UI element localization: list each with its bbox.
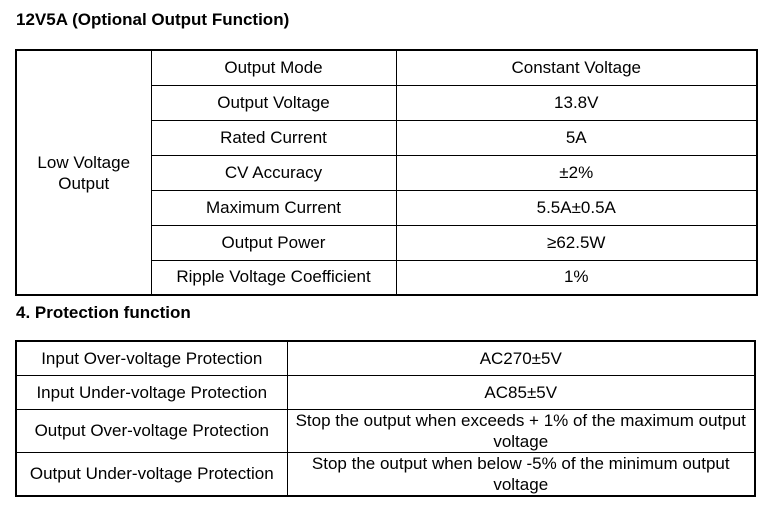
- value-cell: 5A: [395, 119, 758, 156]
- table-row: Output Power ≥62.5W: [16, 224, 758, 261]
- param-cell: Input Under-voltage Protection: [15, 374, 288, 410]
- param-cell: Ripple Voltage Coefficient: [150, 259, 397, 296]
- value-cell: ≥62.5W: [395, 224, 758, 261]
- table-row: Low Voltage Output Output Mode Constant …: [15, 49, 758, 296]
- param-cell: Output Mode: [150, 49, 397, 86]
- param-cell: Output Power: [150, 224, 397, 261]
- value-cell: ±2%: [395, 154, 758, 191]
- param-cell: Input Over-voltage Protection: [15, 340, 288, 376]
- table-row: Input Over-voltage Protection AC270±5V: [15, 340, 756, 376]
- param-cell: CV Accuracy: [150, 154, 397, 191]
- value-cell: AC270±5V: [286, 340, 756, 376]
- table-row: Output Voltage 13.8V: [16, 84, 758, 121]
- value-cell: Stop the output when exceeds + 1% of the…: [286, 408, 756, 453]
- value-cell: Constant Voltage: [395, 49, 758, 86]
- table-row: Maximum Current 5.5A±0.5A: [16, 189, 758, 226]
- value-cell: 5.5A±0.5A: [395, 189, 758, 226]
- table-row: Ripple Voltage Coefficient 1%: [16, 259, 758, 296]
- value-cell: Stop the output when below -5% of the mi…: [286, 451, 756, 496]
- table-row: Output Over-voltage Protection Stop the …: [15, 408, 756, 453]
- group-label-cell: Low Voltage Output: [15, 49, 152, 296]
- table-row: CV Accuracy ±2%: [16, 154, 758, 191]
- table-row: Output Under-voltage Protection Stop the…: [15, 451, 756, 496]
- param-cell: Output Under-voltage Protection: [15, 451, 288, 496]
- table-row: Rated Current 5A: [16, 119, 758, 156]
- section-title-protection: 4. Protection function: [16, 303, 191, 322]
- output-spec-table: Low Voltage Output Output Mode Constant …: [15, 49, 758, 296]
- section-title-output: 12V5A (Optional Output Function): [16, 10, 290, 29]
- value-cell: 1%: [395, 259, 758, 296]
- table-row: Input Under-voltage Protection AC85±5V: [15, 374, 756, 410]
- param-cell: Output Over-voltage Protection: [15, 408, 288, 453]
- value-cell: AC85±5V: [286, 374, 756, 410]
- param-cell: Maximum Current: [150, 189, 397, 226]
- param-cell: Output Voltage: [150, 84, 397, 121]
- value-cell: 13.8V: [395, 84, 758, 121]
- protection-table: Input Over-voltage Protection AC270±5V I…: [15, 340, 756, 497]
- param-cell: Rated Current: [150, 119, 397, 156]
